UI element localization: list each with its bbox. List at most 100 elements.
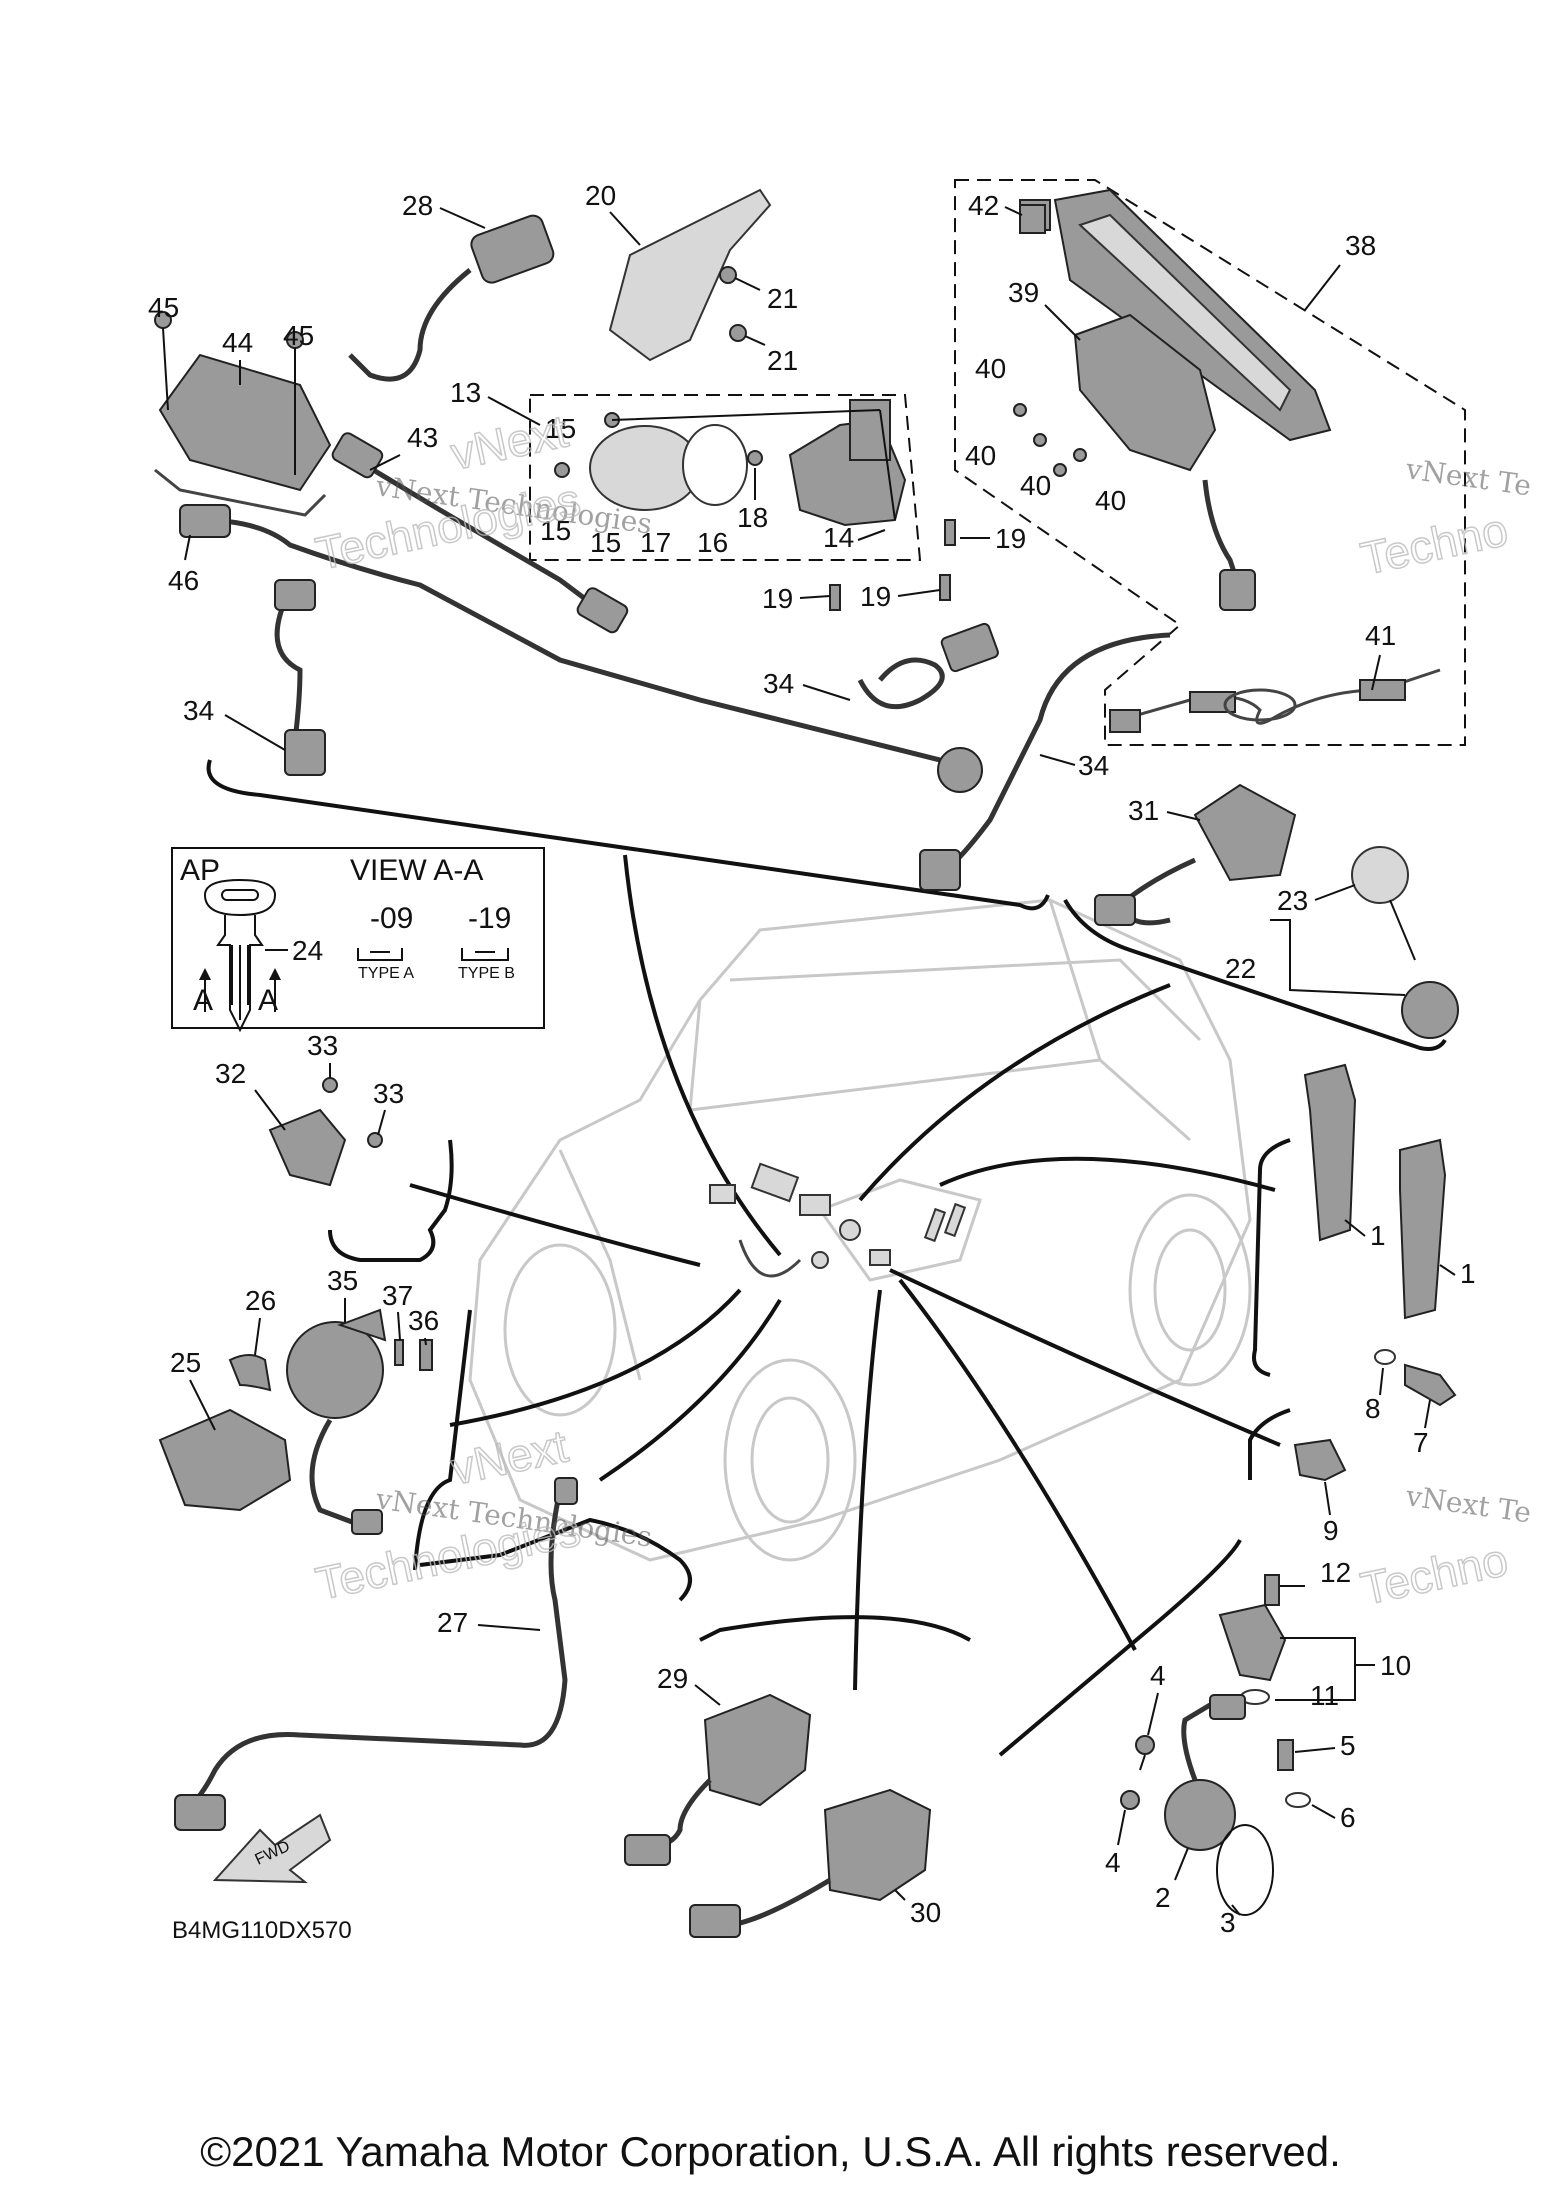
callout-30: 30 xyxy=(910,1897,941,1928)
key-type-b: TYPE B xyxy=(458,965,515,982)
part-32-sensor xyxy=(268,1077,383,1187)
callout-26: 26 xyxy=(245,1285,276,1316)
callout-6: 6 xyxy=(1340,1802,1356,1833)
callout-39: 39 xyxy=(1008,277,1039,308)
callout-7: 7 xyxy=(1413,1427,1429,1458)
diagram-code: B4MG110DX570 xyxy=(172,1917,352,1944)
callout-3: 3 xyxy=(1220,1907,1236,1938)
callout-27: 27 xyxy=(437,1607,468,1638)
watermark-outline-5: vNext xyxy=(446,404,572,479)
callout-15a: 15 xyxy=(545,413,576,444)
callout-44: 44 xyxy=(222,327,253,358)
part-44-switch-housing xyxy=(154,311,332,517)
part-25-sensor xyxy=(158,1354,292,1512)
part-46-harness xyxy=(179,504,983,793)
callout-21b: 21 xyxy=(767,345,798,376)
watermark-outline-6: vNext xyxy=(446,1419,572,1494)
callout-13: 13 xyxy=(450,377,481,408)
watermark-brand-4: vNext Te xyxy=(1403,1479,1533,1529)
callout-9: 9 xyxy=(1323,1515,1339,1546)
callout-10: 10 xyxy=(1380,1650,1411,1681)
central-parts-cluster xyxy=(709,1162,967,1278)
part-34-wires xyxy=(274,579,1171,891)
watermark-brand-3: vNext Te xyxy=(1403,452,1533,502)
key-view-label: VIEW A-A xyxy=(350,854,483,887)
callout-40b: 40 xyxy=(965,440,996,471)
part-43-harness xyxy=(331,432,629,634)
callout-34a: 34 xyxy=(763,668,794,699)
callout-19a: 19 xyxy=(995,523,1026,554)
callout-36: 36 xyxy=(408,1305,439,1336)
part-28-connector xyxy=(348,214,555,382)
callout-1a: 1 xyxy=(1370,1220,1386,1251)
callout-labels: 28 20 42 38 45 45 44 21 21 39 13 40 40 4… xyxy=(148,180,1476,1938)
part-7-8-sensor xyxy=(1374,1349,1457,1407)
key-section-right: A xyxy=(258,984,278,1017)
callout-25: 25 xyxy=(170,1347,201,1378)
callout-46: 46 xyxy=(168,565,199,596)
callout-15c: 15 xyxy=(590,527,621,558)
callout-20: 20 xyxy=(585,180,616,211)
callout-14: 14 xyxy=(823,522,854,553)
fwd-arrow: FWD xyxy=(212,1813,332,1884)
copyright-notice: ©2021 Yamaha Motor Corporation, U.S.A. A… xyxy=(200,2128,1341,2175)
callout-28: 28 xyxy=(402,190,433,221)
callout-43: 43 xyxy=(407,422,438,453)
part-31-switch xyxy=(1094,783,1297,926)
callout-19c: 19 xyxy=(860,581,891,612)
harness-brackets xyxy=(206,759,1447,1757)
callout-33b: 33 xyxy=(373,1078,404,1109)
callout-17: 17 xyxy=(640,527,671,558)
callout-40a: 40 xyxy=(975,353,1006,384)
callout-24: 24 xyxy=(292,935,323,966)
key-detail-box: AP VIEW A-A -09 -19 TYPE A TYPE B A A xyxy=(171,847,545,1033)
callout-4a: 4 xyxy=(1150,1660,1166,1691)
callout-8: 8 xyxy=(1365,1393,1381,1424)
callout-40c: 40 xyxy=(1020,470,1051,501)
part-38-meter-display xyxy=(1013,188,1332,611)
part-2-sensor xyxy=(1117,1694,1311,1916)
key-ap-label: AP xyxy=(180,854,220,887)
callout-19b: 19 xyxy=(762,583,793,614)
part-22-23-gauge xyxy=(1270,846,1459,1039)
part-41-cable xyxy=(1109,668,1441,733)
part-42-key xyxy=(1019,204,1046,234)
part-1-ignition-coils xyxy=(1303,1063,1447,1320)
callout-45b: 45 xyxy=(283,320,314,351)
part-35-horn xyxy=(286,1308,433,1535)
callout-15b: 15 xyxy=(540,515,571,546)
assembly-box-throttle xyxy=(529,394,922,561)
key-section-left: A xyxy=(193,984,213,1017)
callout-1b: 1 xyxy=(1460,1258,1476,1289)
watermark-outline-4: Techno xyxy=(1356,1533,1512,1615)
callout-16: 16 xyxy=(697,527,728,558)
callout-22: 22 xyxy=(1225,953,1256,984)
callout-4b: 4 xyxy=(1105,1847,1121,1878)
callout-5: 5 xyxy=(1340,1730,1356,1761)
callout-12: 12 xyxy=(1320,1557,1351,1588)
part-9-sensor xyxy=(1293,1438,1347,1482)
callout-29: 29 xyxy=(657,1663,688,1694)
callout-18: 18 xyxy=(737,502,768,533)
callout-23: 23 xyxy=(1277,885,1308,916)
key-code-b: -19 xyxy=(468,902,511,935)
callout-34b: 34 xyxy=(183,695,214,726)
callout-41: 41 xyxy=(1365,620,1396,651)
callout-42: 42 xyxy=(968,190,999,221)
vehicle-outline xyxy=(468,898,1252,1562)
callout-2: 2 xyxy=(1155,1882,1171,1913)
part-10-sensor xyxy=(1218,1574,1375,1705)
callout-38: 38 xyxy=(1345,230,1376,261)
part-30-switch xyxy=(689,1788,932,1938)
part-29-switch xyxy=(624,1693,812,1866)
watermark-outline-3: Techno xyxy=(1356,503,1512,585)
callout-33a: 33 xyxy=(307,1030,338,1061)
assembly-box-meter xyxy=(954,179,1466,746)
callout-35: 35 xyxy=(327,1265,358,1296)
callout-34c: 34 xyxy=(1078,750,1109,781)
callout-11: 11 xyxy=(1310,1680,1339,1711)
callout-32: 32 xyxy=(215,1058,246,1089)
callout-31: 31 xyxy=(1128,795,1159,826)
key-code-a: -09 xyxy=(370,902,413,935)
